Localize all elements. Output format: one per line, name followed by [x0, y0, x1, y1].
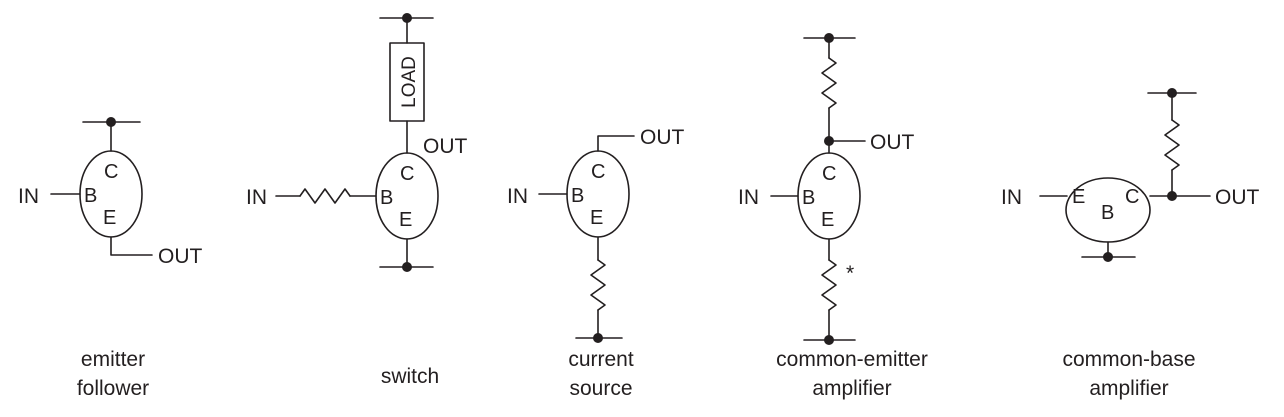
caption-line-1: switch: [381, 365, 439, 388]
base-resistor: [299, 188, 351, 204]
base-pin-label: B: [802, 187, 815, 209]
base-pin-label: B: [1101, 202, 1114, 224]
caption-line-1: emitter: [81, 348, 145, 371]
caption-line-2: amplifier: [812, 377, 891, 400]
base-pin-label: B: [571, 185, 584, 207]
output-label: OUT: [870, 131, 915, 154]
caption-line-1: common-emitter: [776, 348, 928, 371]
input-label: IN: [18, 185, 39, 208]
emitter-pin-label: E: [103, 207, 116, 229]
input-label: IN: [507, 185, 528, 208]
caption-line-1: common-base: [1062, 348, 1195, 371]
output-label: OUT: [1215, 186, 1260, 209]
junction-dot: [593, 333, 603, 343]
junction-dot: [1103, 252, 1113, 262]
switch-circuit: LOAD IN B C E OUT switch: [246, 13, 468, 388]
emitter-pin-label: E: [590, 207, 603, 229]
emitter-resistor: [821, 259, 837, 311]
collector-pin-label: C: [400, 163, 414, 185]
collector-pin-label: C: [822, 163, 836, 185]
emitter-resistor: [590, 259, 606, 311]
output-label: OUT: [158, 245, 203, 268]
base-pin-label: B: [84, 185, 97, 207]
common-emitter-circuit: IN B C E OUT * common-emitter amplifier: [738, 33, 928, 400]
collector-resistor: [821, 57, 837, 109]
collector-pin-label: C: [104, 161, 118, 183]
emitter-pin-label: E: [821, 209, 834, 231]
collector-output-wire: [597, 135, 635, 152]
emitter-follower-circuit: IN B C E OUT emitter follower: [18, 117, 203, 400]
collector-pin-label: C: [591, 161, 605, 183]
caption-line-1: current: [568, 348, 634, 371]
base-pin-label: B: [380, 187, 393, 209]
caption-line-2: amplifier: [1089, 377, 1168, 400]
emitter-output-wire: [110, 236, 153, 256]
caption-line-2: follower: [77, 377, 149, 400]
input-label: IN: [1001, 186, 1022, 209]
input-label: IN: [738, 186, 759, 209]
junction-dot: [106, 117, 116, 127]
input-label: IN: [246, 186, 267, 209]
collector-resistor: [1164, 119, 1180, 171]
emitter-pin-label: E: [1072, 186, 1085, 208]
junction-dot: [1167, 191, 1177, 201]
load-label: LOAD: [399, 56, 420, 108]
output-label: OUT: [423, 135, 468, 158]
common-base-circuit: IN E B C OUT common-base amplifier: [1001, 88, 1260, 400]
asterisk-note: *: [846, 262, 854, 285]
emitter-pin-label: E: [399, 209, 412, 231]
junction-dot: [402, 262, 412, 272]
output-label: OUT: [640, 126, 685, 149]
caption-line-2: source: [569, 377, 632, 400]
junction-dot: [824, 335, 834, 345]
current-source-circuit: IN B C E OUT current source: [507, 126, 685, 400]
collector-pin-label: C: [1125, 186, 1139, 208]
